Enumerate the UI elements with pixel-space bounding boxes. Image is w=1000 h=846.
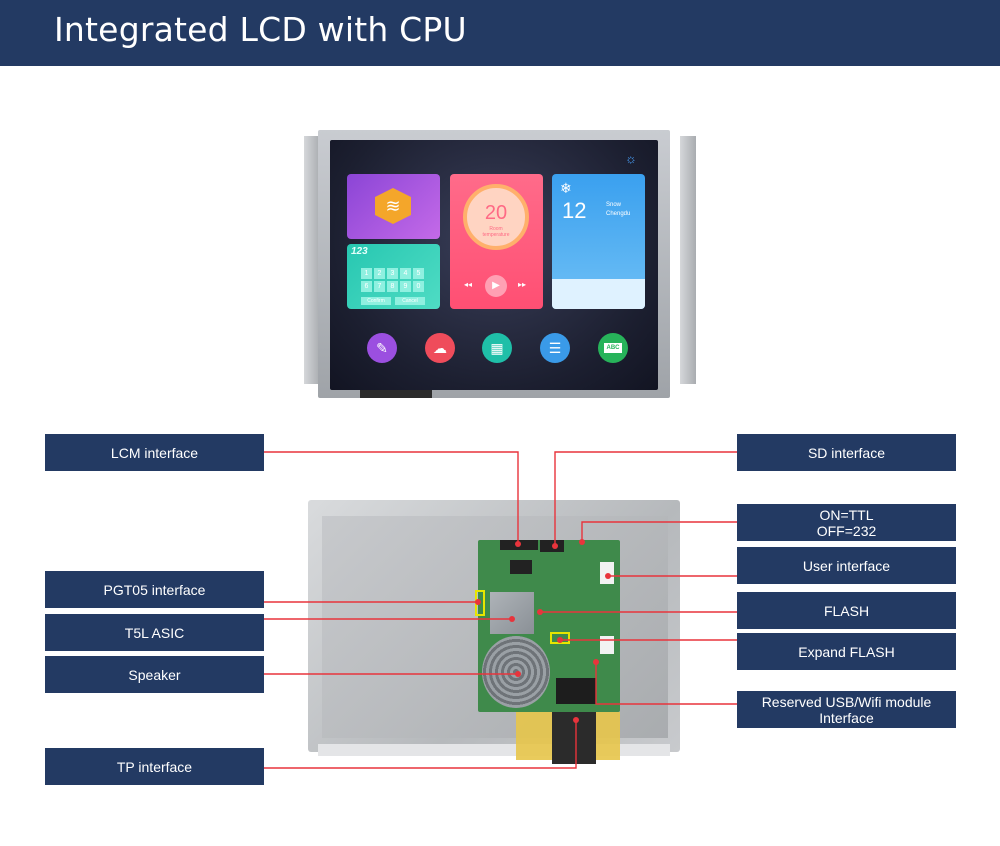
leader-line [264, 720, 577, 769]
label-lcm-interface: LCM interface [45, 434, 264, 471]
keypad-buttons: Confirm Cancel [361, 297, 425, 305]
leader-endpoint [537, 609, 543, 615]
confirm-button: Confirm [361, 297, 391, 305]
weather-city: Chengdu [606, 211, 631, 217]
leader-endpoint [515, 541, 521, 547]
leader-endpoint [593, 659, 599, 665]
leader-line [595, 662, 737, 705]
keypad-key: 3 [387, 268, 398, 279]
leader-endpoint [579, 539, 585, 545]
leader-endpoint [552, 543, 558, 549]
label-flash: FLASH [737, 592, 956, 629]
temperature-tile: 20 Room temperature ◂◂ ▶ ▸▸ [450, 174, 543, 309]
label-speaker: Speaker [45, 656, 264, 693]
brightness-icon: ☼ [625, 151, 637, 166]
leader-line [264, 451, 519, 544]
leader-endpoint [509, 616, 515, 622]
leader-endpoint [573, 717, 579, 723]
keypad-key: 7 [374, 281, 385, 292]
small-chip [510, 560, 532, 574]
keypad-key: 5 [413, 268, 424, 279]
keypad-key: 2 [374, 268, 385, 279]
keypad-key: 0 [413, 281, 424, 292]
weather-temperature: 12 [562, 198, 587, 223]
snow-scenery [552, 279, 645, 309]
page-title: Integrated LCD with CPU [54, 10, 467, 49]
label-usb-wifi: Reserved USB/Wifi module Interface [737, 691, 956, 728]
weather-condition: Snow [606, 202, 622, 208]
right-mounting-bracket [680, 136, 696, 384]
keypad-display: 123 [351, 246, 368, 257]
leader-endpoint [557, 637, 563, 643]
keypad-key: 6 [361, 281, 372, 292]
usb-wifi-connector [556, 678, 596, 704]
abc-icon-text: ABC [604, 343, 622, 353]
list-app-icon: ☰ [540, 333, 570, 363]
next-icon: ▸▸ [518, 280, 527, 289]
label-sd-interface: SD interface [737, 434, 956, 471]
apps-grid-icon: ▦ [482, 333, 512, 363]
lcd-bottom-connector [360, 390, 432, 398]
leader-line [554, 451, 737, 546]
keypad-key: 4 [400, 268, 411, 279]
temperature-value: 20 [484, 202, 508, 224]
temperature-label: Room temperature [482, 226, 510, 238]
leader-line [581, 521, 737, 542]
header-banner: Integrated LCD with CPU [0, 0, 1000, 66]
wifi-tile: ≋ [347, 174, 440, 239]
label-t5l-asic: T5L ASIC [45, 614, 264, 651]
leader-endpoint [515, 671, 521, 677]
label-tp-interface: TP interface [45, 748, 264, 785]
leader-endpoint [475, 599, 481, 605]
label-pgt05-interface: PGT05 interface [45, 571, 264, 608]
cloud-app-icon: ☁ [425, 333, 455, 363]
keypad-key: 8 [387, 281, 398, 292]
abc-app-icon: ABC [598, 333, 628, 363]
label-user-interface: User interface [737, 547, 956, 584]
play-icon: ▶ [485, 275, 507, 297]
left-mounting-bracket [304, 136, 320, 384]
temperature-dial: 20 Room temperature [463, 184, 529, 250]
wifi-icon: ≋ [375, 188, 411, 224]
keypad-key: 1 [361, 268, 372, 279]
leader-endpoint [605, 573, 611, 579]
cancel-button: Cancel [395, 297, 425, 305]
edit-app-icon: ✎ [367, 333, 397, 363]
snowflake-icon: ❄ [560, 180, 572, 196]
previous-icon: ◂◂ [464, 280, 473, 289]
t5l-asic-chip [490, 592, 534, 634]
label-on-off: ON=TTL OFF=232 [737, 504, 956, 541]
weather-tile: ❄ 12 Snow Chengdu [552, 174, 645, 309]
user-interface-connector [600, 562, 614, 584]
keypad-key: 9 [400, 281, 411, 292]
label-expand-flash: Expand FLASH [737, 633, 956, 670]
